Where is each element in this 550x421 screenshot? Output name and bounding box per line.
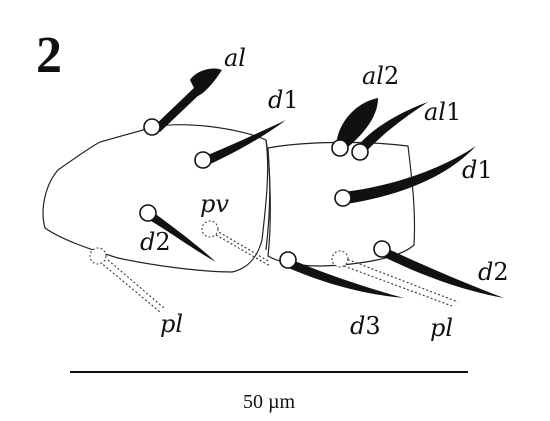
label-d2-seg1: d2 (140, 228, 171, 256)
seta-pv-seg1 (201, 220, 271, 267)
label-pl-seg2: pl (430, 314, 453, 342)
seta-d1-seg1 (194, 120, 286, 169)
label-pl-seg1: pl (160, 310, 183, 338)
seta-pl-seg2 (331, 250, 459, 307)
figure-number: 2 (36, 27, 62, 84)
scale-bar-label: 50 µm (243, 391, 296, 413)
seta-al1-seg2 (351, 102, 428, 161)
seta-d2-seg2 (373, 240, 504, 298)
label-pv-seg1: pv (200, 190, 229, 218)
label-d1-seg2: d1 (462, 156, 493, 184)
label-d3-seg2: d3 (350, 312, 381, 340)
seta-al2-seg2 (331, 98, 378, 157)
seta-d1-seg2 (334, 146, 476, 207)
segment-junction (265, 139, 271, 251)
seta-d3-seg2 (279, 251, 404, 298)
label-al2-seg2: al2 (362, 62, 399, 90)
seta-al-seg1 (143, 68, 222, 136)
seta-pl-seg1 (89, 247, 165, 313)
label-al-seg1: al (224, 44, 246, 72)
label-d1-seg1: d1 (268, 86, 299, 114)
label-al1-seg2: al1 (424, 98, 461, 126)
label-d2-seg2: d2 (478, 258, 509, 286)
seta-d2-seg1 (139, 204, 216, 262)
